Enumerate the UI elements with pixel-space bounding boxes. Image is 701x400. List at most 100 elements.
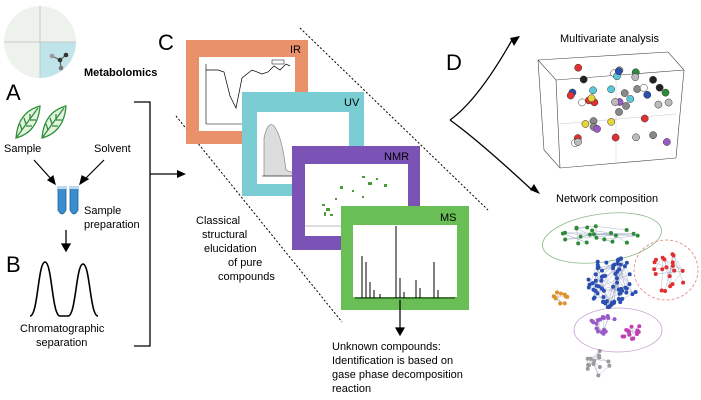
- network-node: [606, 359, 611, 364]
- network-node: [667, 274, 672, 279]
- network-node: [602, 237, 607, 242]
- network-node: [660, 267, 665, 272]
- network-node: [590, 228, 595, 233]
- chromatogram-icon: [29, 261, 99, 317]
- scatter-point: [664, 98, 673, 107]
- network-edge: [595, 259, 619, 275]
- network-node: [670, 260, 675, 265]
- network-node: [601, 299, 606, 304]
- network-node: [594, 326, 599, 331]
- network-node: [624, 228, 629, 233]
- network-edge: [595, 274, 614, 287]
- network-node: [607, 304, 612, 309]
- network-graph: [542, 212, 699, 378]
- network-node: [635, 331, 640, 336]
- leaf-icon: [41, 105, 67, 139]
- scatter-point: [655, 83, 664, 92]
- network-node: [611, 263, 616, 268]
- network-edge: [590, 358, 600, 368]
- unknown-compounds-text: Unknown compounds: Identification is bas…: [332, 341, 463, 395]
- scatter-point: [661, 88, 670, 97]
- network-edge: [595, 265, 614, 275]
- network-node: [562, 301, 567, 306]
- network-node: [588, 356, 593, 361]
- network-node: [672, 268, 677, 273]
- network-node: [659, 288, 664, 293]
- scatter-point: [574, 63, 583, 72]
- network-edge: [604, 235, 638, 240]
- scatter-point: [622, 102, 630, 110]
- network-node: [597, 355, 602, 360]
- network-node: [585, 366, 590, 371]
- network-edge: [654, 266, 667, 270]
- scatter-point: [579, 75, 588, 84]
- network-node: [595, 318, 600, 323]
- network-edge: [607, 273, 616, 308]
- scatter-point: [611, 133, 620, 142]
- bracket-connector: [134, 101, 178, 347]
- network-node: [616, 257, 621, 262]
- network-edge: [661, 257, 663, 291]
- network-edge: [672, 270, 683, 285]
- leaf-icon: [15, 105, 41, 139]
- network-node: [670, 263, 675, 268]
- network-node: [629, 336, 634, 341]
- 3d-scatter-plot: [537, 51, 685, 169]
- sample-preparation-label-1: Sample: [84, 205, 121, 217]
- network-node: [558, 291, 563, 296]
- network-node: [630, 292, 635, 297]
- svg-text:elucidation: elucidation: [204, 243, 257, 255]
- network-edge: [654, 262, 675, 271]
- network-edge: [603, 317, 609, 330]
- network-edge: [605, 266, 626, 304]
- network-node: [670, 252, 675, 257]
- ms-label: MS: [440, 212, 457, 224]
- network-edge: [601, 276, 622, 290]
- network-edge: [619, 269, 633, 295]
- network-edge: [597, 319, 601, 332]
- network-edge: [587, 350, 600, 365]
- network-node: [615, 261, 620, 266]
- network-node: [618, 262, 623, 267]
- scatter-point: [643, 90, 652, 99]
- network-node: [585, 225, 590, 230]
- network-node: [578, 234, 583, 239]
- ms-spectrum-card: MS: [341, 206, 469, 310]
- network-node: [595, 263, 600, 268]
- network-composition-label: Network composition: [556, 193, 658, 205]
- network-node: [594, 235, 599, 240]
- network-edge: [664, 259, 671, 287]
- svg-text:compounds: compounds: [218, 271, 275, 283]
- svg-text:Classical: Classical: [196, 215, 240, 227]
- network-node: [635, 233, 640, 238]
- panel-letter-a: A: [6, 80, 21, 105]
- network-node: [585, 356, 590, 361]
- network-node: [662, 257, 667, 262]
- network-node: [576, 241, 581, 246]
- scatter-point: [566, 91, 575, 100]
- network-node: [620, 296, 625, 301]
- network-node: [596, 284, 601, 289]
- network-edge: [654, 257, 663, 270]
- network-node: [574, 225, 579, 230]
- network-node: [563, 237, 568, 242]
- network-node: [664, 265, 669, 270]
- scatter-point: [626, 95, 635, 103]
- panel-letter-b: B: [6, 252, 21, 277]
- svg-text:gase phase decomposition: gase phase decomposition: [332, 369, 463, 381]
- network-node: [627, 272, 632, 277]
- network-edge: [610, 232, 628, 243]
- uv-label: UV: [344, 97, 360, 109]
- network-node: [612, 300, 617, 305]
- vial-icon: [57, 186, 67, 215]
- scatter-point: [654, 100, 663, 109]
- network-node: [601, 315, 606, 320]
- sample-preparation-label-2: preparation: [84, 219, 140, 231]
- network-edge: [617, 271, 627, 289]
- nmr-label: NMR: [384, 151, 409, 163]
- network-edge: [617, 271, 630, 285]
- network-node: [591, 296, 596, 301]
- network-node: [663, 288, 668, 293]
- network-edge: [576, 228, 591, 235]
